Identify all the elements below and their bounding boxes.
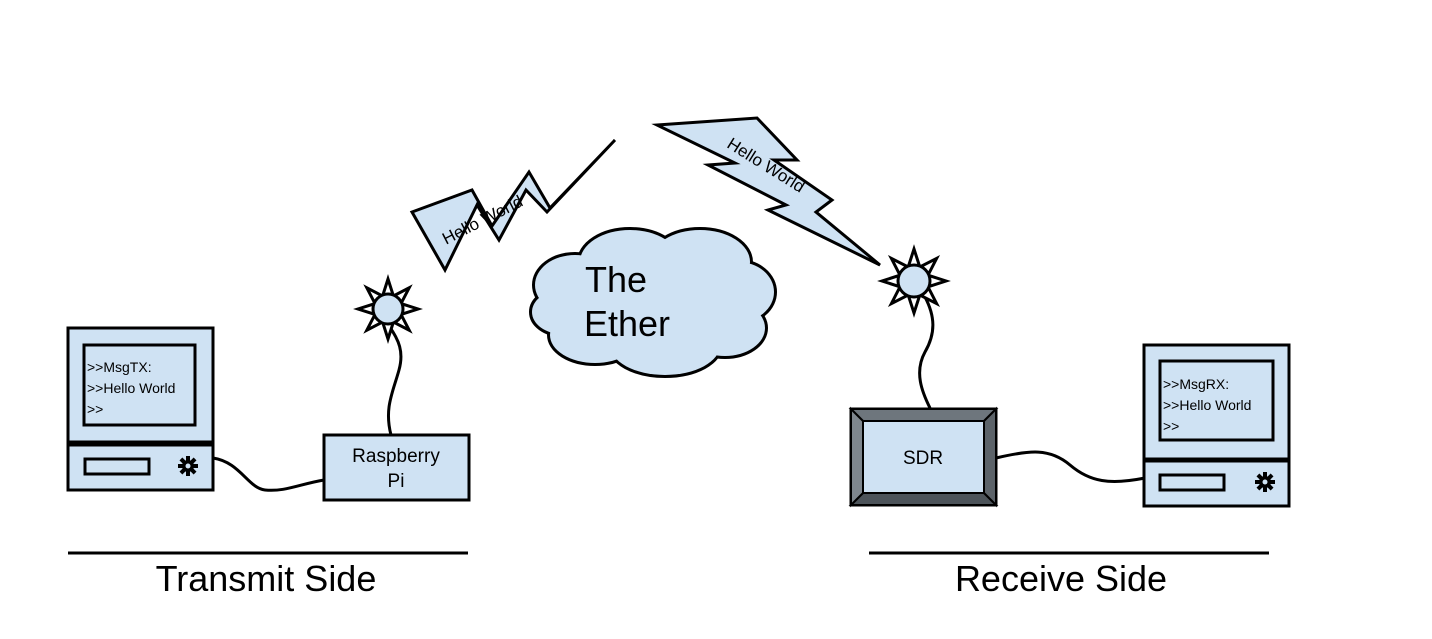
- sdr-label: SDR: [903, 448, 943, 469]
- gear-icon: [178, 456, 198, 476]
- receive-computer-icon: >>MsgRX: >>Hello World >>: [1142, 343, 1291, 508]
- raspberry-pi-label-line-2: Pi: [388, 471, 405, 492]
- transmit-antenna-icon: [353, 274, 423, 344]
- gear-icon: [1255, 472, 1275, 492]
- transmit-screen-line-2: >>Hello World: [87, 380, 175, 396]
- receive-drive-slot: [1158, 473, 1226, 492]
- raspberry-pi-label-line-1: Raspberry: [352, 446, 440, 467]
- transmit-cable: [212, 456, 325, 492]
- receive-cable: [995, 450, 1146, 483]
- transmit-drive-slot: [83, 457, 151, 476]
- receive-antenna-lead: [918, 296, 935, 409]
- transmit-screen-line-1: >>MsgTX:: [87, 359, 152, 375]
- receive-screen-line-1: >>MsgRX:: [1163, 376, 1229, 392]
- transmit-antenna-lead: [386, 325, 403, 436]
- ether-cloud-icon: The Ether: [529, 227, 777, 378]
- receive-antenna-icon: [877, 244, 951, 318]
- transmit-screen-line-3: >>: [87, 401, 103, 417]
- ether-label-line-2: Ether: [584, 303, 670, 344]
- ether-label-line-1: The: [585, 259, 647, 300]
- receive-screen-line-3: >>: [1163, 418, 1179, 434]
- transmit-computer-icon: >>MsgTX: >>Hello World >>: [66, 326, 215, 492]
- transmit-screen: [82, 343, 197, 427]
- transmit-side-label: Transmit Side: [156, 558, 377, 599]
- sdr-device: SDR: [848, 406, 999, 508]
- receive-screen-line-2: >>Hello World: [1163, 397, 1251, 413]
- receive-screen: [1158, 359, 1275, 442]
- receive-side-label: Receive Side: [955, 558, 1167, 599]
- raspberry-pi-device: Raspberry Pi: [322, 433, 471, 502]
